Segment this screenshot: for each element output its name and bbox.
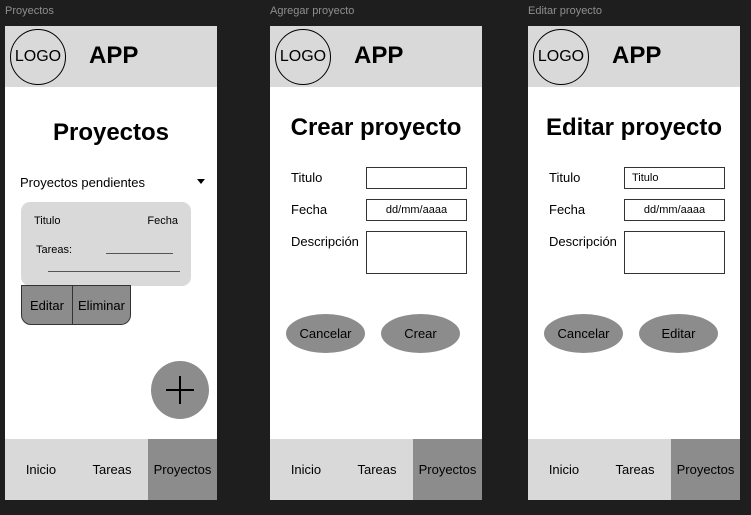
bottom-nav: Inicio Tareas Proyectos — [5, 439, 217, 500]
logo[interactable]: LOGO — [275, 29, 331, 85]
save-edit-button[interactable]: Editar — [639, 314, 718, 353]
card-divider — [48, 271, 180, 272]
card-title: Titulo — [34, 215, 61, 227]
filter-label: Proyectos pendientes — [20, 175, 146, 190]
delete-button[interactable]: Eliminar — [78, 297, 125, 313]
nav-item-tareas[interactable]: Tareas — [615, 462, 655, 477]
page-title: Editar proyecto — [545, 114, 723, 141]
titulo-input[interactable]: Titulo — [624, 167, 725, 189]
bottom-nav: Inicio Tareas Proyectos — [528, 439, 740, 500]
nav-item-proyectos[interactable]: Proyectos — [413, 439, 482, 500]
frame-agregar-proyecto: LOGO APP Crear proyecto Titulo Fecha dd/… — [270, 26, 482, 500]
nav-item-proyectos[interactable]: Proyectos — [148, 439, 217, 500]
titulo-input[interactable] — [366, 167, 467, 189]
frame-label-editar: Editar proyecto — [528, 5, 602, 17]
fecha-input[interactable]: dd/mm/aaaa — [624, 199, 725, 221]
create-button[interactable]: Crear — [381, 314, 460, 353]
nav-item-inicio[interactable]: Inicio — [25, 462, 57, 477]
app-title: APP — [354, 42, 404, 69]
cancel-button[interactable]: Cancelar — [286, 314, 365, 353]
nav-item-tareas[interactable]: Tareas — [92, 462, 132, 477]
nav-item-inicio[interactable]: Inicio — [548, 462, 580, 477]
logo[interactable]: LOGO — [10, 29, 66, 85]
app-title: APP — [89, 42, 139, 69]
page-title: Proyectos — [52, 119, 170, 146]
cancel-button[interactable]: Cancelar — [544, 314, 623, 353]
fecha-input[interactable]: dd/mm/aaaa — [366, 199, 467, 221]
logo[interactable]: LOGO — [533, 29, 589, 85]
add-project-button[interactable] — [151, 361, 209, 419]
bottom-nav: Inicio Tareas Proyectos — [270, 439, 482, 500]
descripcion-label: Descripción — [549, 234, 617, 249]
descripcion-textarea[interactable] — [366, 231, 467, 274]
frame-editar-proyecto: LOGO APP Editar proyecto Titulo Titulo F… — [528, 26, 740, 500]
frame-label-agregar: Agregar proyecto — [270, 5, 355, 17]
app-header: LOGO APP — [5, 26, 217, 87]
frame-label-proyectos: Proyectos — [5, 5, 54, 17]
app-header: LOGO APP — [528, 26, 740, 87]
card-tasks-label: Tareas: — [36, 244, 73, 256]
nav-item-tareas[interactable]: Tareas — [357, 462, 397, 477]
app-header: LOGO APP — [270, 26, 482, 87]
app-title: APP — [612, 42, 662, 69]
project-card[interactable]: Titulo Fecha Tareas: — [21, 202, 191, 286]
fecha-label: Fecha — [291, 202, 328, 217]
card-date: Fecha — [147, 215, 178, 227]
edit-button[interactable]: Editar — [30, 297, 64, 313]
button-divider — [72, 286, 73, 324]
frame-proyectos: LOGO APP Proyectos Proyectos pendientes … — [5, 26, 217, 500]
plus-icon — [166, 376, 194, 404]
card-tasks-line — [106, 253, 173, 254]
nav-item-proyectos[interactable]: Proyectos — [671, 439, 740, 500]
descripcion-textarea[interactable] — [624, 231, 725, 274]
titulo-label: Titulo — [549, 170, 581, 185]
titulo-label: Titulo — [291, 170, 323, 185]
nav-item-inicio[interactable]: Inicio — [290, 462, 322, 477]
descripcion-label: Descripción — [291, 234, 359, 249]
page-title: Crear proyecto — [290, 114, 462, 141]
filter-dropdown[interactable]: Proyectos pendientes — [20, 174, 205, 190]
fecha-label: Fecha — [549, 202, 586, 217]
caret-down-icon — [197, 179, 205, 184]
card-actions: Editar Eliminar — [21, 285, 131, 325]
